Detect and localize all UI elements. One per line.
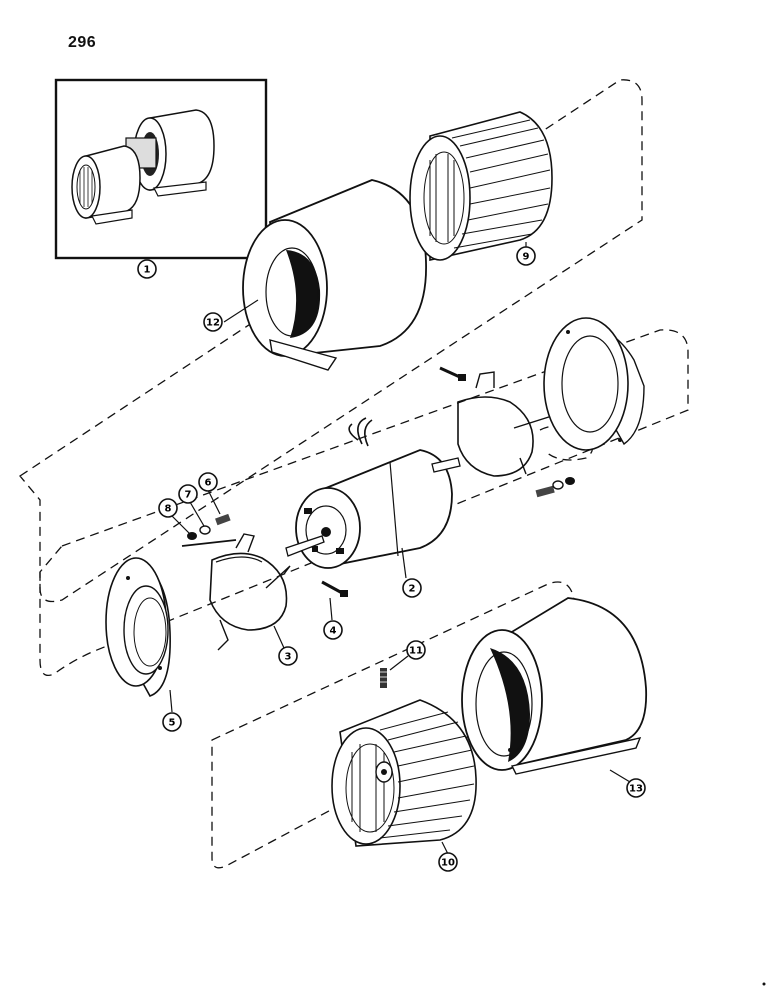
callout-5: 5 (162, 712, 182, 732)
callout-12: 12 (203, 312, 223, 332)
blower-motor (285, 417, 461, 569)
scan-mark (762, 982, 766, 986)
callout-4-label: 4 (330, 626, 337, 637)
callout-10: 10 (438, 852, 458, 872)
callout-7: 7 (178, 484, 198, 504)
callout-1-label: 1 (144, 265, 151, 276)
callout-1: 1 (137, 259, 157, 279)
blower-housing-lower (461, 597, 648, 775)
hardware-screw-washer-nut (187, 513, 231, 540)
callout-10-label: 10 (441, 858, 455, 869)
blower-wheel-lower (331, 699, 477, 847)
mounting-plate-left (105, 557, 171, 697)
callout-2: 2 (402, 578, 422, 598)
inset-assembly-view (54, 78, 268, 260)
callout-11-label: 11 (409, 646, 423, 657)
callout-12-label: 12 (206, 318, 220, 329)
callout-8-label: 8 (165, 504, 172, 515)
callout-8: 8 (158, 498, 178, 518)
set-screw (380, 668, 387, 688)
motor-mounting-strap-left (181, 533, 291, 651)
callout-7-label: 7 (185, 490, 192, 501)
callout-11: 11 (406, 640, 426, 660)
blower-wheel-upper (409, 111, 553, 261)
inset-blower-illustration (71, 109, 215, 225)
callout-9-label: 9 (523, 252, 530, 263)
callout-13-label: 13 (629, 784, 643, 795)
mounting-plate-right (543, 317, 645, 451)
callout-2-label: 2 (409, 584, 416, 595)
callout-3: 3 (278, 646, 298, 666)
blower-housing-upper (242, 179, 427, 371)
screw-4 (321, 580, 348, 597)
callout-3-label: 3 (285, 652, 292, 663)
callout-5-label: 5 (169, 718, 176, 729)
callout-4: 4 (323, 620, 343, 640)
middle-dashed-group-outline (39, 329, 689, 677)
callout-13: 13 (626, 778, 646, 798)
callout-6-label: 6 (205, 478, 212, 489)
page-number: 296 (68, 34, 97, 51)
upper-dashed-group-outline (19, 79, 643, 603)
callout-9: 9 (516, 246, 536, 266)
callout-6: 6 (198, 472, 218, 492)
